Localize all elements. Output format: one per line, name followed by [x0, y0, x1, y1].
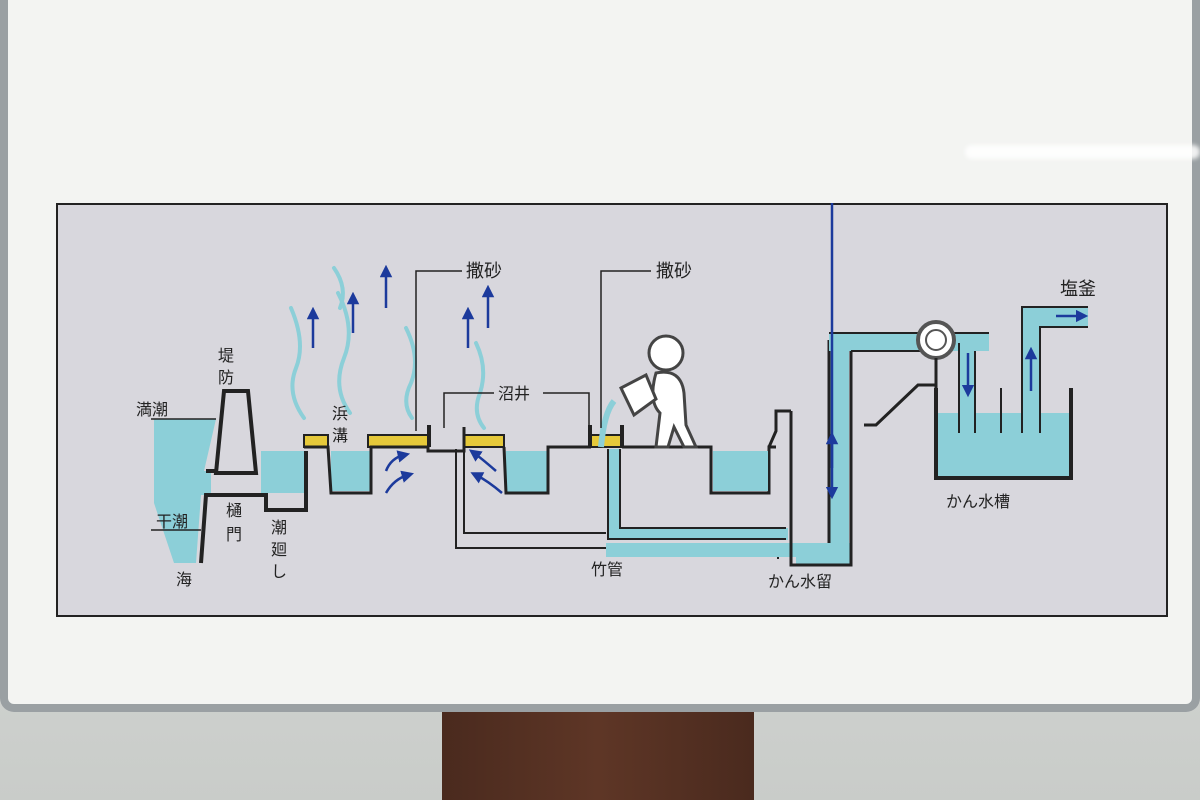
ditch-water [331, 451, 371, 491]
label-embankment-1: 堤 [218, 346, 234, 365]
leader-lines [415, 270, 651, 431]
label-bamboo-pipe: 竹管 [591, 560, 623, 579]
sand-layer [303, 434, 329, 448]
sluice-outline [199, 451, 308, 564]
salt-field-middle [454, 409, 793, 543]
pouring-water [598, 399, 617, 448]
light-reflection [965, 145, 1200, 159]
label-sand-1: 撒砂 [466, 261, 502, 282]
pipe-network [455, 320, 989, 567]
label-channel-1: 潮 [271, 518, 287, 537]
sea-water [154, 419, 216, 563]
channel-water [261, 451, 306, 493]
brine-pipe-vertical [829, 340, 849, 558]
brine-tank-section [934, 306, 1088, 480]
brine-reservoir-water [796, 543, 851, 565]
label-beach-ditch-2: 溝 [332, 426, 348, 445]
label-marsh-well: 沼井 [498, 384, 530, 403]
label-beach-ditch-1: 浜 [332, 404, 348, 423]
worker-head-icon [647, 334, 685, 372]
sand-layer [367, 434, 429, 448]
sea-section [151, 389, 308, 564]
worker-figure [619, 334, 699, 449]
label-sand-2: 撒砂 [656, 261, 692, 282]
label-channel-2: 廻 [271, 540, 287, 559]
embankment-shape [213, 389, 259, 475]
label-channel-3: し [271, 562, 287, 581]
label-high-tide: 満潮 [136, 400, 168, 419]
brine-tank-water [936, 413, 1071, 478]
label-sluice-1: 樋 [226, 501, 242, 520]
salt-making-diagram: 満潮 干潮 海 堤 防 樋 門 潮 廻 し 浜 溝 撒砂 撒砂 沼井 竹管 かん… [56, 203, 1168, 617]
well-water [506, 451, 548, 493]
wooden-stand [442, 705, 754, 800]
label-embankment-2: 防 [218, 368, 234, 387]
label-salt-pan: 塩釜 [1060, 279, 1096, 300]
flow-arrows [306, 203, 1089, 500]
label-sluice-2: 門 [226, 525, 242, 544]
salt-field-left [303, 425, 454, 495]
label-brine-tank: かん水槽 [946, 492, 1010, 511]
label-low-tide: 干潮 [156, 512, 188, 531]
bucket-icon [619, 372, 658, 418]
label-sea: 海 [176, 570, 192, 589]
pit-water [713, 451, 768, 491]
sand-layer [463, 434, 505, 448]
sand-layer [589, 434, 623, 448]
label-brine-reservoir: かん水留 [768, 572, 832, 591]
